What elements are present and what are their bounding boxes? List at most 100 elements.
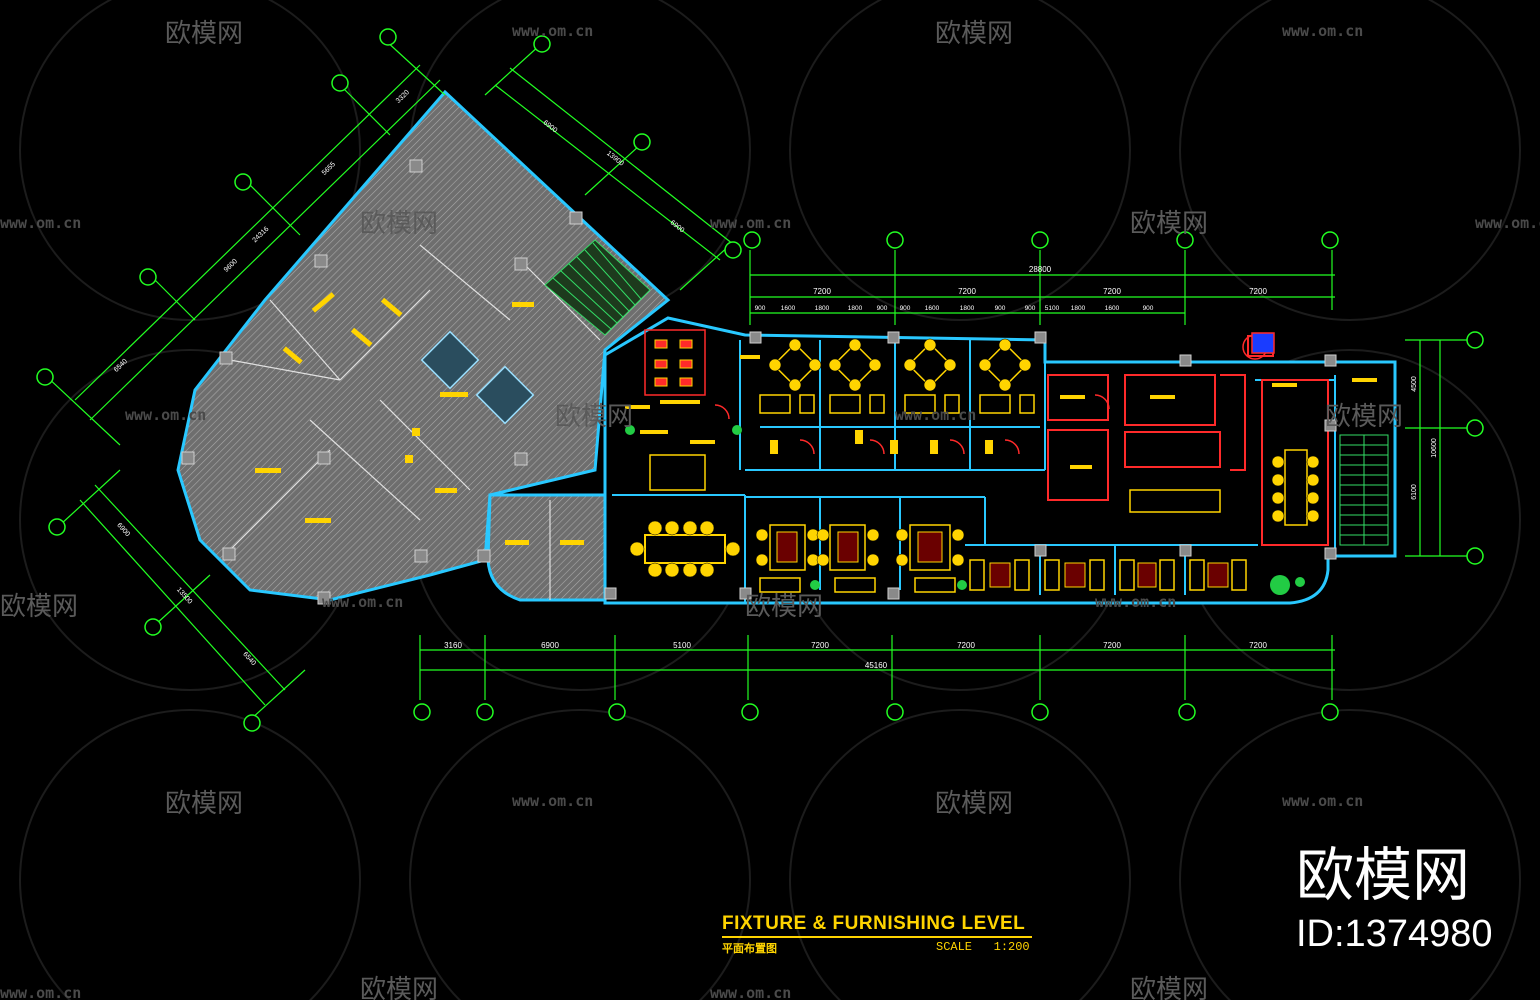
- right-wing-outline: [603, 316, 1397, 605]
- right-wing: [603, 316, 1397, 605]
- drawing-subtitle: 平面布置图: [722, 942, 777, 955]
- svg-text:1600: 1600: [1105, 305, 1120, 312]
- title-underline: [722, 936, 1032, 938]
- booth-seating: [969, 559, 1247, 591]
- svg-text:www.om.cn: www.om.cn: [0, 214, 81, 232]
- svg-text:www.om.cn: www.om.cn: [512, 22, 593, 40]
- svg-text:1800: 1800: [960, 305, 975, 312]
- svg-text:5100: 5100: [1045, 305, 1060, 312]
- left-wing-elevators: [420, 330, 535, 425]
- svg-text:10600: 10600: [1431, 438, 1438, 458]
- dim-bottom-4: 7200: [811, 641, 829, 650]
- svg-text:www.om.cn: www.om.cn: [322, 593, 403, 611]
- left-wing-light-fixtures: [255, 292, 584, 545]
- dimension-text-vertical: 4500 6100 10600: [1411, 376, 1438, 500]
- svg-text:1600: 1600: [925, 305, 940, 312]
- right-wing-columns: [604, 331, 1337, 600]
- scale-value: 1:200: [993, 940, 1030, 954]
- svg-text:欧模网: 欧模网: [745, 592, 823, 622]
- vip-room: [1271, 449, 1320, 526]
- svg-text:1800: 1800: [815, 305, 830, 312]
- dim-bottom-5: 7200: [957, 641, 975, 650]
- svg-text:9600: 9600: [223, 258, 239, 274]
- svg-text:www.om.cn: www.om.cn: [710, 984, 791, 1000]
- dim-top-3: 7200: [1103, 287, 1121, 296]
- dining-rooms-bottom: [769, 524, 951, 571]
- svg-text:900: 900: [1143, 305, 1154, 312]
- left-wing: [176, 89, 671, 605]
- title-subline: 平面布置图 SCALE 1:200: [722, 940, 1032, 956]
- watermark-labels: 欧模网 欧模网 欧模网 欧模网 欧模网 欧模网 欧模网 欧模网 欧模网 欧模网 …: [0, 19, 1403, 1000]
- sofas-top: [759, 394, 1035, 414]
- dimension-subchain: 900 1600 1800 1800 900 900 1600 1800 900…: [755, 305, 1154, 312]
- svg-text:13500: 13500: [175, 586, 193, 605]
- svg-text:欧模网: 欧模网: [555, 402, 633, 432]
- svg-text:欧模网: 欧模网: [165, 789, 243, 819]
- svg-text:欧模网: 欧模网: [1130, 209, 1208, 239]
- svg-text:3320: 3320: [395, 89, 411, 105]
- dim-top-total: 28800: [1029, 265, 1052, 274]
- svg-text:1600: 1600: [781, 305, 796, 312]
- svg-text:6540: 6540: [241, 651, 257, 667]
- svg-text:900: 900: [755, 305, 766, 312]
- brand-id-label: ID:1374980: [1296, 913, 1493, 955]
- svg-text:24316: 24316: [252, 226, 271, 245]
- svg-text:www.om.cn: www.om.cn: [1282, 792, 1363, 810]
- dim-bottom-3: 5100: [673, 641, 691, 650]
- drawing-title: FIXTURE & FURNISHING LEVEL: [722, 913, 1026, 934]
- svg-text:欧模网: 欧模网: [0, 592, 78, 622]
- drawing-scale: SCALE 1:200: [936, 940, 1030, 954]
- left-wing-hatched-area: [176, 89, 671, 602]
- svg-text:欧模网: 欧模网: [360, 209, 438, 239]
- svg-text:1800: 1800: [848, 305, 863, 312]
- dim-bottom-total: 45160: [865, 661, 888, 670]
- dim-bottom-1: 3160: [444, 641, 462, 650]
- dim-bottom-2: 6900: [541, 641, 559, 650]
- svg-text:欧模网: 欧模网: [165, 19, 243, 49]
- svg-text:www.om.cn: www.om.cn: [710, 214, 791, 232]
- svg-text:6900: 6900: [115, 522, 131, 538]
- chairs-top: [768, 338, 1032, 392]
- scale-label: SCALE: [936, 940, 973, 954]
- svg-text:1800: 1800: [1071, 305, 1086, 312]
- svg-text:13900: 13900: [605, 150, 625, 168]
- brand-logo-text: 欧模网: [1296, 841, 1471, 909]
- svg-text:www.om.cn: www.om.cn: [125, 406, 206, 424]
- left-wing-lower-extension: [486, 493, 607, 602]
- svg-text:www.om.cn: www.om.cn: [1475, 214, 1540, 232]
- svg-text:900: 900: [877, 305, 888, 312]
- svg-text:5655: 5655: [321, 161, 337, 177]
- dim-top-4: 7200: [1249, 287, 1267, 296]
- left-wing-stair: [544, 239, 651, 336]
- svg-text:www.om.cn: www.om.cn: [512, 792, 593, 810]
- svg-text:6900: 6900: [669, 219, 686, 234]
- dim-bottom-7: 7200: [1249, 641, 1267, 650]
- svg-text:欧模网: 欧模网: [1325, 402, 1403, 432]
- svg-text:6100: 6100: [1411, 484, 1418, 500]
- svg-text:www.om.cn: www.om.cn: [895, 406, 976, 424]
- title-block: FIXTURE & FURNISHING LEVEL 平面布置图 SCALE 1…: [722, 913, 1032, 956]
- svg-text:4500: 4500: [1411, 376, 1418, 392]
- dim-top-2: 7200: [958, 287, 976, 296]
- svg-text:900: 900: [1025, 305, 1036, 312]
- dim-bottom-6: 7200: [1103, 641, 1121, 650]
- right-wing-stair: [1339, 434, 1389, 546]
- svg-text:欧模网: 欧模网: [935, 19, 1013, 49]
- svg-text:www.om.cn: www.om.cn: [0, 984, 81, 1000]
- svg-text:欧模网: 欧模网: [360, 975, 438, 1000]
- plants: [625, 425, 1305, 595]
- dining-rooms-top: [772, 342, 1028, 388]
- svg-text:www.om.cn: www.om.cn: [1095, 593, 1176, 611]
- svg-text:900: 900: [995, 305, 1006, 312]
- svg-text:欧模网: 欧模网: [1130, 975, 1208, 1000]
- banquet-room: [629, 520, 741, 578]
- svg-text:欧模网: 欧模网: [935, 789, 1013, 819]
- svg-text:900: 900: [900, 305, 911, 312]
- bar-counter: [649, 454, 1221, 513]
- lounge-seating: [654, 339, 693, 387]
- fire-equipment-icon: [1251, 332, 1275, 354]
- watermark-urls: www.om.cn www.om.cn www.om.cn www.om.cn …: [0, 22, 1540, 1000]
- left-wing-columns: [181, 159, 583, 605]
- dimension-text: 3160 6900 5100 7200 7200 7200 7200 45160…: [444, 265, 1267, 670]
